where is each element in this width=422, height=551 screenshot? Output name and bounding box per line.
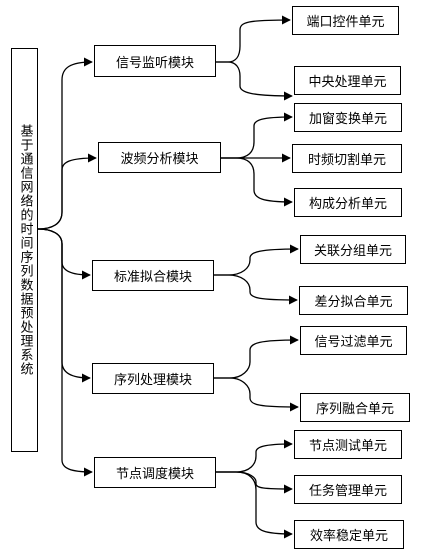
module-box-standard-fitting: 标准拟合模块: [92, 260, 214, 291]
unit-box-central-processing: 中央处理单元: [294, 66, 401, 95]
module-box-node-scheduling: 节点调度模块: [94, 457, 216, 488]
unit-box-efficiency-stabilization: 效率稳定单元: [294, 520, 404, 549]
system-root-box: 基于通信网络的时间序列数据预处理系统: [11, 48, 38, 452]
unit-box-task-management: 任务管理单元: [294, 475, 402, 504]
unit-box-difference-fitting: 差分拟合单元: [299, 286, 408, 315]
unit-box-signal-filtering: 信号过滤单元: [300, 326, 407, 355]
module-box-wave-frequency-analysis: 波频分析模块: [98, 142, 221, 173]
unit-box-time-frequency-cut: 时频切割单元: [292, 144, 402, 173]
unit-box-composition-analysis: 构成分析单元: [294, 188, 402, 217]
unit-box-association-grouping: 关联分组单元: [300, 235, 406, 264]
unit-box-node-testing: 节点测试单元: [294, 430, 402, 459]
module-box-sequence-processing: 序列处理模块: [92, 363, 214, 394]
unit-box-sequence-fusion: 序列融合单元: [300, 393, 410, 422]
module-box-signal-listening: 信号监听模块: [94, 45, 216, 77]
unit-box-port-control: 端口控件单元: [292, 6, 399, 35]
unit-box-window-transform: 加窗变换单元: [294, 103, 402, 132]
